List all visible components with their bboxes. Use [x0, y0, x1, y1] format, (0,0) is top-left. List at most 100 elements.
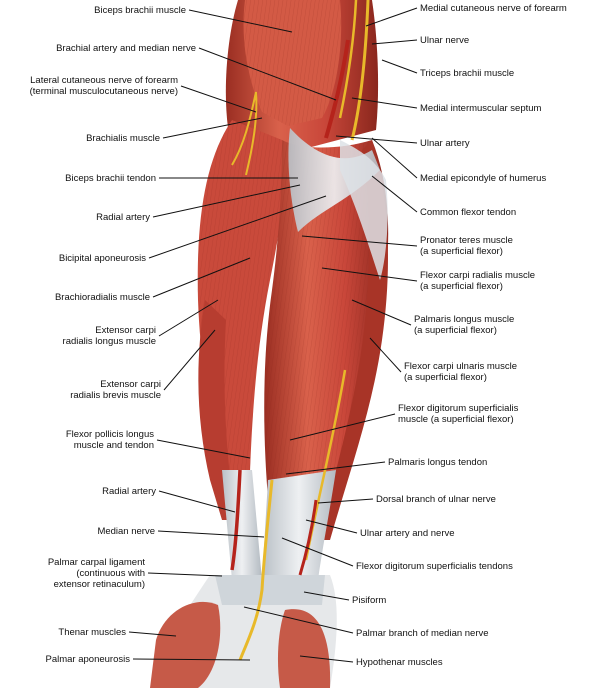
- label-thenar-muscles: Thenar muscles: [58, 627, 126, 638]
- label-line: Pisiform: [352, 594, 387, 606]
- leader-bicipital-aponeurosis: [148, 195, 327, 259]
- label-line: Brachioradialis muscle: [54, 291, 150, 303]
- leader-pronator-teres: [301, 235, 418, 247]
- leader-radial-artery-lower: [158, 490, 236, 513]
- label-line: Medial intermuscular septum: [420, 102, 542, 114]
- label-line: Flexor digitorum superficialis: [398, 403, 519, 414]
- label-line: Medial epicondyle of humerus: [420, 172, 547, 184]
- label-line: Pronator teres muscle: [420, 235, 513, 246]
- leader-flexor-pollicis-longus: [156, 439, 251, 459]
- leader-palmar-aponeurosis: [132, 658, 251, 661]
- label-flexor-carpi-radialis: Flexor carpi radialis muscle(a superfici…: [420, 270, 535, 292]
- medial-cutaneous-nerve-line: [338, 0, 358, 119]
- label-brachial-artery-and-median-nerve: Brachial artery and median nerve: [56, 43, 196, 54]
- leader-common-flexor-tendon: [371, 175, 418, 213]
- leader-median-nerve: [157, 530, 265, 538]
- label-line: Palmar aponeurosis: [45, 653, 131, 665]
- label-line: muscle and tendon: [73, 440, 154, 451]
- label-biceps-brachii-muscle: Biceps brachii muscle: [94, 5, 186, 16]
- label-line: Flexor pollicis longus: [65, 429, 154, 440]
- leader-dorsal-branch-ulnar-nerve: [317, 498, 374, 504]
- leader-biceps-brachii-muscle: [188, 9, 293, 33]
- bicipital-aponeurosis-shape: [288, 128, 380, 232]
- label-palmar-aponeurosis: Palmar aponeurosis: [46, 654, 131, 665]
- brachial-artery-line: [324, 39, 350, 139]
- label-line: Extensor carpi: [95, 325, 156, 336]
- label-line: extensor retinaculum): [53, 578, 145, 590]
- leader-palmar-branch-median-nerve: [243, 606, 354, 634]
- label-line: Common flexor tendon: [420, 206, 517, 218]
- label-ulnar-artery: Ulnar artery: [420, 138, 470, 149]
- label-biceps-brachii-tendon: Biceps brachii tendon: [65, 173, 156, 184]
- label-line: Palmaris longus tendon: [388, 456, 488, 468]
- label-line: (continuous with: [76, 567, 145, 579]
- label-medial-intermuscular-septum: Medial intermuscular septum: [420, 103, 541, 114]
- label-palmar-branch-median-nerve: Palmar branch of median nerve: [356, 628, 489, 639]
- thenar-shape: [150, 601, 221, 688]
- label-line: Bicipital aponeurosis: [58, 252, 146, 264]
- label-line: Brachial artery and median nerve: [56, 42, 196, 54]
- label-line: radialis brevis muscle: [70, 390, 161, 401]
- label-brachialis-muscle: Brachialis muscle: [86, 133, 160, 144]
- label-line: Palmar carpal ligament: [47, 556, 145, 568]
- label-line: (a superficial flexor): [420, 246, 503, 257]
- label-line: Triceps brachii muscle: [420, 67, 515, 79]
- label-line: Ulnar artery and nerve: [360, 527, 455, 539]
- label-line: Flexor carpi radialis muscle: [420, 270, 536, 281]
- label-line: radialis longus muscle: [62, 336, 156, 347]
- leader-radial-artery-upper: [152, 184, 301, 218]
- label-line: Flexor digitorum superficialis tendons: [356, 560, 513, 572]
- label-medial-epicondyle: Medial epicondyle of humerus: [420, 173, 546, 184]
- flexor-fibers: [264, 140, 389, 520]
- leader-extensor-carpi-radialis-longus: [158, 299, 219, 337]
- leader-hypothenar-muscles: [299, 655, 354, 663]
- leader-flexor-digitorum-superficialis: [289, 413, 396, 441]
- ulnar-artery-line: [298, 499, 318, 576]
- label-line: Flexor carpi ulnaris muscle: [404, 361, 517, 372]
- label-fds-tendons: Flexor digitorum superficialis tendons: [356, 561, 513, 572]
- median-nerve-line: [238, 479, 274, 661]
- label-bicipital-aponeurosis: Bicipital aponeurosis: [59, 253, 146, 264]
- label-median-nerve: Median nerve: [97, 526, 155, 537]
- label-lateral-cutaneous-nerve: Lateral cutaneous nerve of forearm(termi…: [30, 75, 178, 97]
- label-line: Brachialis muscle: [86, 132, 160, 144]
- label-brachioradialis-muscle: Brachioradialis muscle: [55, 292, 150, 303]
- lateral-cutaneous-nerve-line: [231, 91, 258, 176]
- label-line: muscle (a superficial flexor): [398, 414, 514, 425]
- leader-flexor-carpi-ulnaris: [369, 337, 402, 373]
- palmar-carpal-ligament-shape: [215, 575, 325, 605]
- label-pisiform: Pisiform: [352, 595, 386, 606]
- label-line: Palmaris longus muscle: [414, 314, 515, 325]
- label-line: Ulnar nerve: [420, 34, 470, 46]
- label-dorsal-branch-ulnar-nerve: Dorsal branch of ulnar nerve: [376, 494, 496, 505]
- label-ulnar-nerve: Ulnar nerve: [420, 35, 469, 46]
- label-line: Palmar branch of median nerve: [356, 627, 489, 639]
- label-line: Lateral cutaneous nerve of forearm: [30, 75, 178, 86]
- leader-flexor-carpi-radialis: [321, 267, 418, 282]
- label-line: Thenar muscles: [58, 626, 126, 638]
- label-common-flexor-tendon: Common flexor tendon: [420, 207, 516, 218]
- label-medial-cutaneous-nerve: Medial cutaneous nerve of forearm: [420, 3, 567, 14]
- label-line: Ulnar artery: [420, 137, 470, 149]
- label-line: (a superficial flexor): [404, 372, 487, 383]
- label-line: (terminal musculocutaneous nerve): [29, 86, 178, 97]
- leader-ulnar-artery: [335, 135, 418, 144]
- leader-brachial-artery-and-median-nerve: [198, 47, 337, 101]
- leader-ulnar-artery-and-nerve: [305, 519, 358, 534]
- common-flexor-tendon-shape: [340, 140, 388, 280]
- biceps-fibers: [243, 0, 342, 126]
- label-line: Extensor carpi: [100, 379, 161, 390]
- label-line: (a superficial flexor): [420, 281, 503, 292]
- label-line: Radial artery: [96, 211, 150, 223]
- radial-artery-line: [230, 469, 242, 571]
- leader-lines: [128, 7, 418, 663]
- distal-tendons-shape: [222, 470, 262, 580]
- label-line: Hypothenar muscles: [356, 656, 443, 668]
